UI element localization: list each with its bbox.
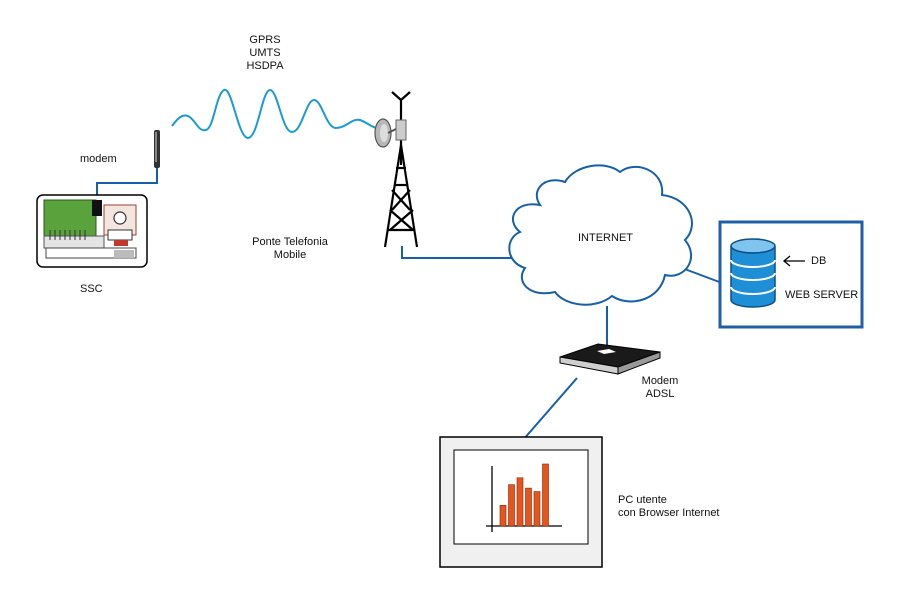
pc-label-line1: PC utente bbox=[618, 494, 667, 506]
internet-label: INTERNET bbox=[578, 232, 633, 244]
web-server-label: WEB SERVER bbox=[785, 289, 859, 301]
adsl-pc-link bbox=[522, 377, 578, 441]
modem-label: modem bbox=[80, 153, 117, 165]
db-label: DB bbox=[811, 255, 827, 267]
web-server bbox=[718, 220, 864, 329]
network-type-umts: UMTS bbox=[249, 47, 281, 59]
database-icon bbox=[730, 238, 776, 308]
antenna-icon bbox=[154, 130, 160, 168]
chart-bar bbox=[516, 477, 524, 527]
cloud-icon bbox=[508, 164, 693, 306]
satellite-dish-icon bbox=[374, 118, 407, 148]
ssc-device bbox=[36, 194, 148, 268]
connection-lines bbox=[96, 168, 723, 441]
radio-wave bbox=[171, 88, 377, 140]
chart-bar bbox=[499, 505, 507, 527]
adsl-modem-label-line2: ADSL bbox=[645, 388, 675, 400]
tower-internet-link bbox=[401, 246, 530, 259]
chart-bar bbox=[525, 487, 532, 527]
adsl-modem-label-line1: Modem bbox=[641, 375, 679, 387]
circuit-board-icon bbox=[43, 199, 137, 259]
network-type-gprs: GPRS bbox=[249, 34, 281, 46]
tower-label-line1: Ponte Telefonia bbox=[252, 236, 328, 248]
ssc-label: SSC bbox=[80, 283, 103, 295]
chart-bar bbox=[533, 491, 541, 527]
router-icon bbox=[559, 343, 661, 375]
tower-label-line2: Mobile bbox=[273, 249, 307, 261]
pc-label: PC utente con Browser Internet bbox=[618, 494, 720, 520]
cell-tower-icon bbox=[383, 91, 419, 248]
ssc-modem-link bbox=[96, 168, 158, 205]
network-types-label: GPRS UMTS HSDPA bbox=[238, 34, 292, 73]
internet-webserver-link bbox=[681, 267, 723, 284]
arrow-left-icon bbox=[782, 255, 805, 267]
chart-bars bbox=[499, 463, 549, 527]
bar-chart-icon bbox=[486, 463, 562, 532]
pc-label-line2: con Browser Internet bbox=[618, 507, 720, 519]
adsl-modem-label: Modem ADSL bbox=[630, 375, 690, 401]
chart-bar bbox=[542, 463, 549, 527]
tower-label: Ponte Telefonia Mobile bbox=[240, 236, 340, 262]
network-type-hsdpa: HSDPA bbox=[246, 60, 284, 72]
chart-bar bbox=[508, 484, 515, 527]
